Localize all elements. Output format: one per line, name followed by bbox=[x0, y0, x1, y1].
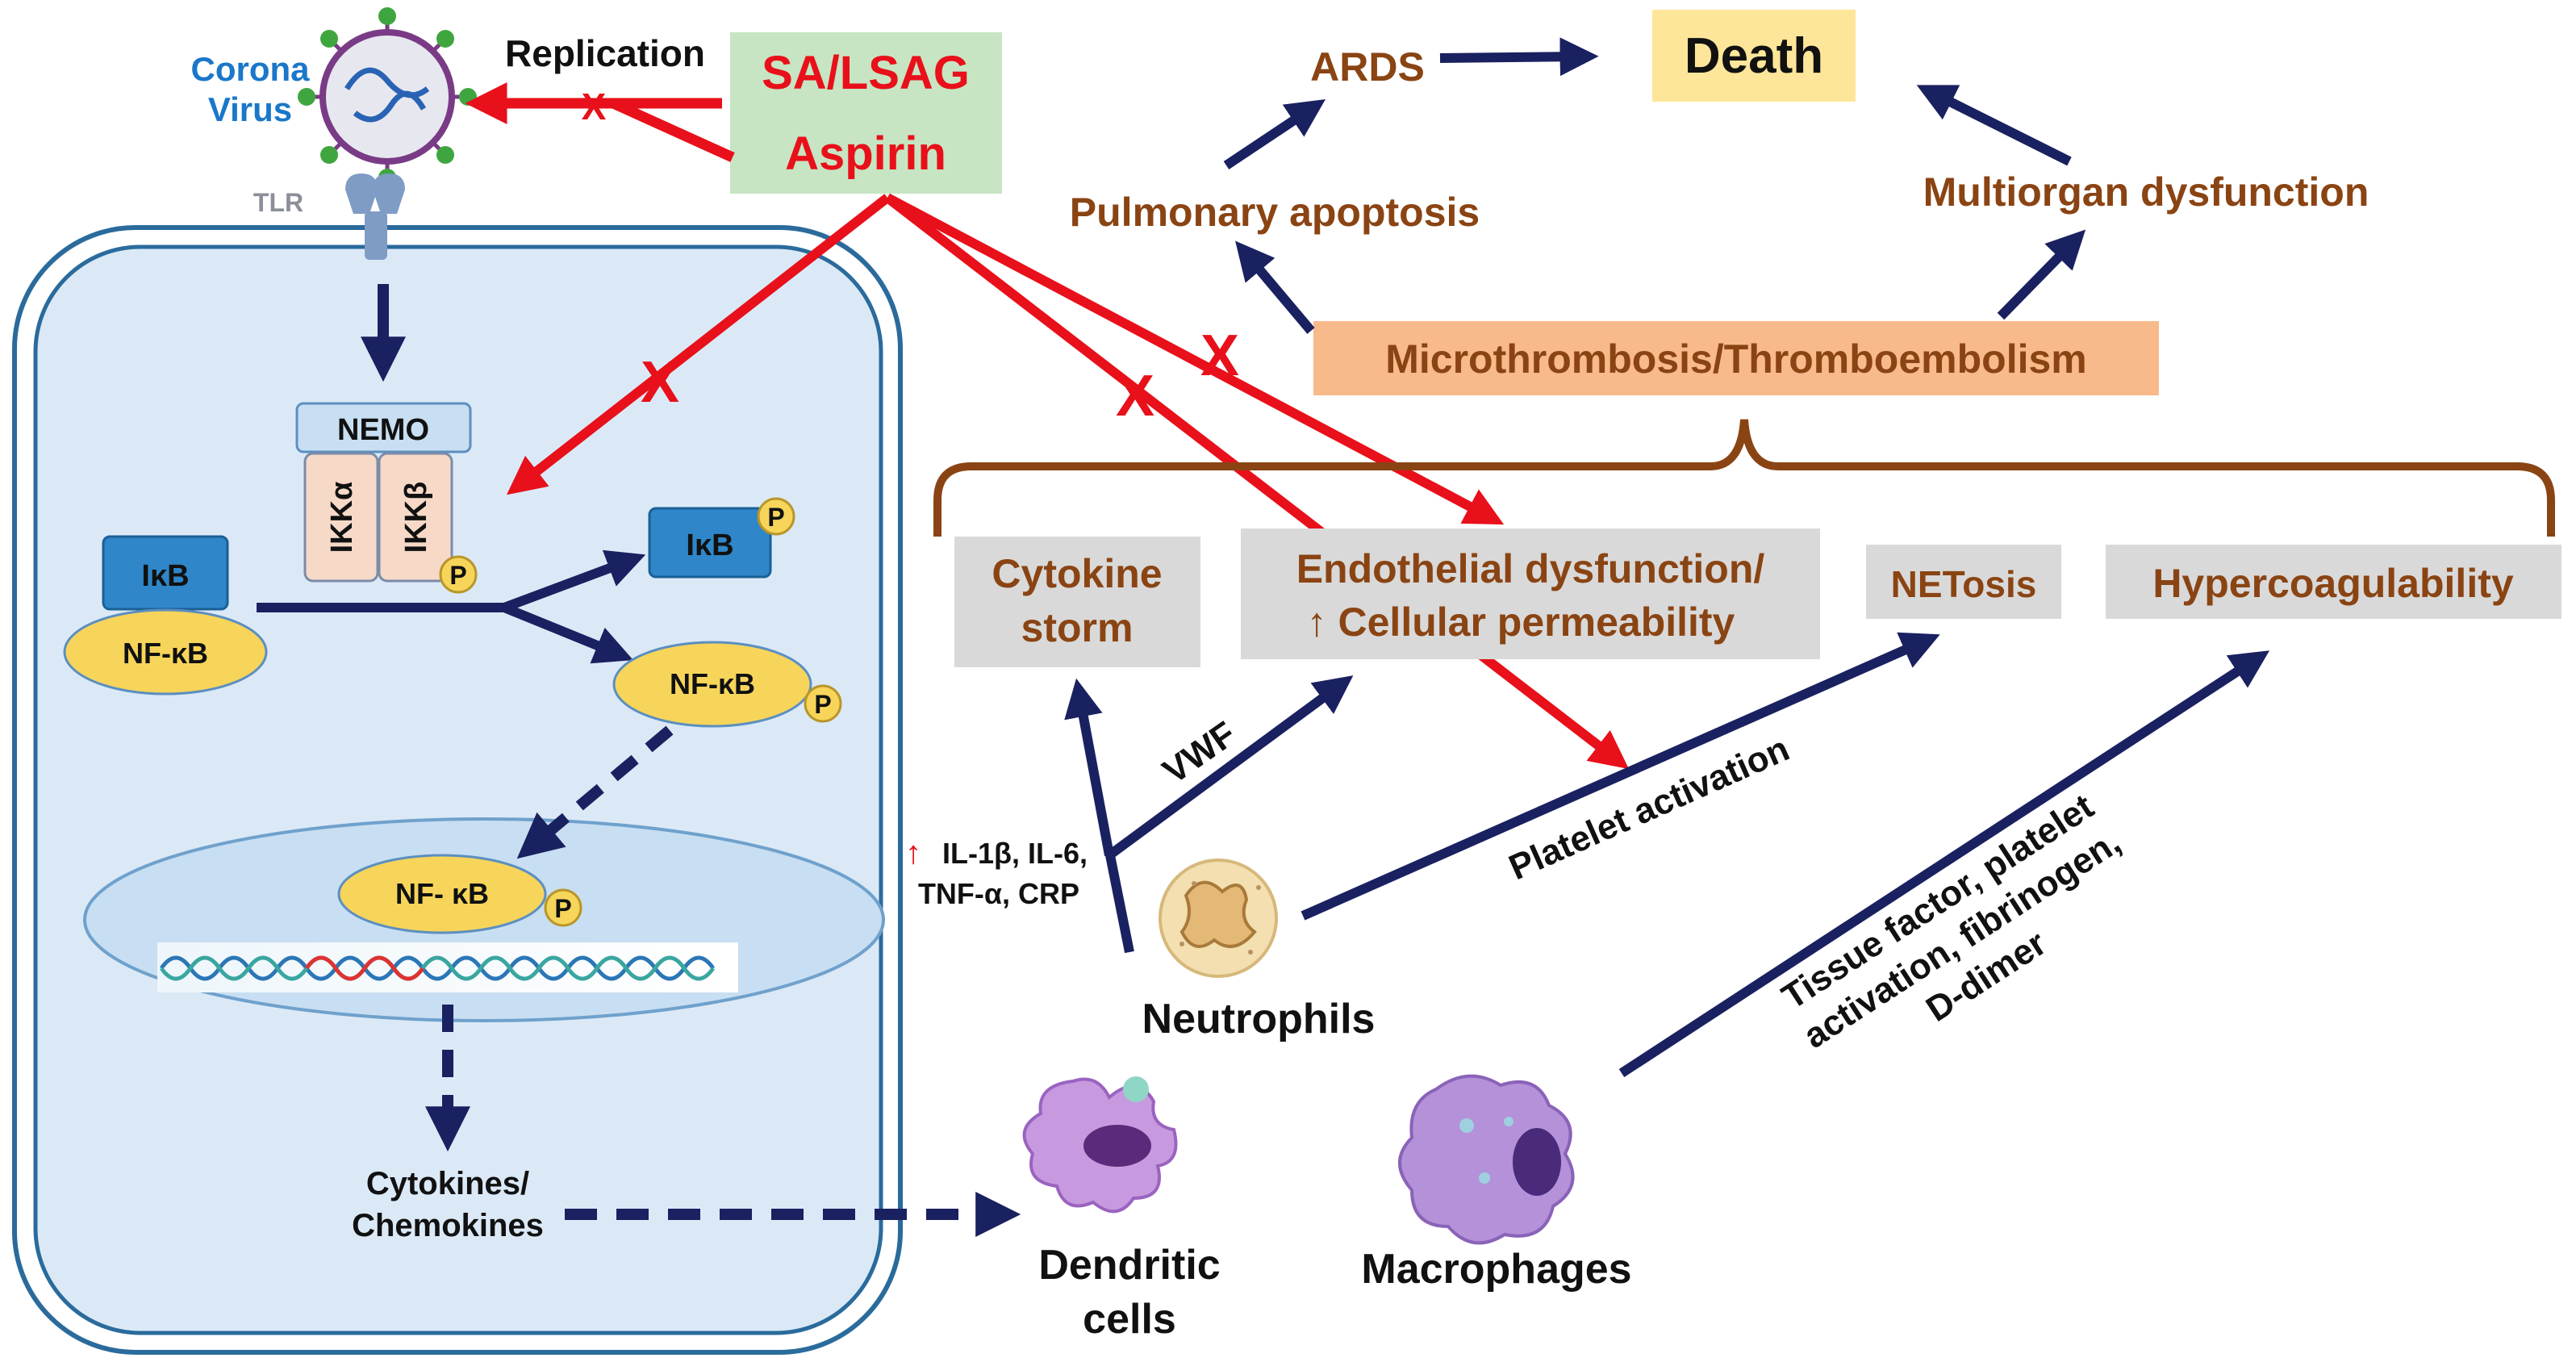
nuclear-nfkb-p-label: P bbox=[554, 894, 571, 923]
cytokines-label-line1: Cytokines/ bbox=[366, 1166, 529, 1201]
coronavirus-icon bbox=[298, 7, 477, 186]
replication-block-mark: X bbox=[582, 86, 607, 127]
thrombosis-to-multiorgan-arrow bbox=[1997, 229, 2086, 320]
ikkb-phospho-label: P bbox=[449, 561, 466, 590]
phospho-ikb-p-label: P bbox=[767, 503, 784, 532]
ikkb-box bbox=[378, 452, 453, 583]
ikkb-label: IKKβ bbox=[399, 482, 433, 554]
cytokine-storm-box bbox=[954, 537, 1200, 667]
pulmonary-apoptosis-label: Pulmonary apoptosis bbox=[1070, 190, 1480, 235]
cytokine-increase-arrow: ↑ bbox=[905, 835, 921, 871]
drug-box: SA/LSAG Aspirin bbox=[730, 32, 1002, 194]
macrophage-icon bbox=[1398, 1074, 1575, 1245]
virus-label-line2: Virus bbox=[208, 90, 292, 128]
aspirin-to-platelet-inhibition-arrow bbox=[884, 194, 1630, 770]
nemo-complex: NEMO IKKα IKKβ P bbox=[295, 402, 478, 594]
neutrophils-label: Neutrophils bbox=[1142, 996, 1376, 1042]
ikka-box bbox=[303, 452, 379, 583]
microthrombosis-box bbox=[1313, 321, 2159, 395]
neutrophil-stem-line bbox=[1104, 850, 1134, 954]
ikkb-phospho-badge bbox=[439, 555, 478, 594]
nemo-box bbox=[295, 402, 472, 453]
free-nfkb-label: NF-κB bbox=[670, 667, 755, 700]
cytokine-markers-line2: TNF-α, CRP bbox=[918, 877, 1079, 910]
multiorgan-to-death-arrow bbox=[1916, 85, 2072, 166]
phospho-ikb-box bbox=[648, 507, 772, 579]
nfkb-to-nucleus-arrow bbox=[516, 725, 674, 859]
hypercoagulability-label: Hypercoagulability bbox=[2152, 561, 2514, 606]
endothelial-block-mark: X bbox=[1200, 324, 1239, 388]
virus-label-line1: Corona bbox=[191, 50, 311, 88]
ards-label: ARDS bbox=[1310, 44, 1425, 90]
dna-icon bbox=[157, 942, 738, 992]
nfkb-label: NF-κB bbox=[123, 637, 208, 670]
drug-label-sa-lsag: SA/LSAG bbox=[762, 47, 970, 99]
phospho-ikb-label: IκB bbox=[686, 529, 733, 562]
free-nfkb-badge bbox=[804, 684, 842, 723]
ikb-nfkb-complex: IκB NF-κB bbox=[63, 535, 268, 696]
neutrophil-to-netosis-arrow bbox=[1301, 632, 1940, 921]
endothelial-box bbox=[1241, 529, 1820, 659]
cytokine-storm-label-line2: storm bbox=[1021, 605, 1134, 650]
nemo-label: NEMO bbox=[337, 413, 429, 447]
cytokine-markers-line1: IL-1β, IL-6, bbox=[942, 837, 1088, 870]
multiorgan-dysfunction-label: Multiorgan dysfunction bbox=[1923, 169, 2369, 215]
endothelial-label-line2: ↑ Cellular permeability bbox=[1307, 600, 1735, 645]
conditions-brace bbox=[933, 419, 2555, 537]
to-phospho-ikb-arrow bbox=[502, 549, 646, 612]
ikb-label: IκB bbox=[141, 559, 189, 593]
nuclear-nfkb-label: NF- κB bbox=[395, 877, 489, 910]
hypercoagulability-box bbox=[2106, 545, 2561, 619]
ikka-label: IKKα bbox=[325, 482, 359, 554]
nuclear-nfkb-ellipse bbox=[337, 854, 547, 934]
ards-to-death-arrow bbox=[1439, 37, 1599, 77]
aspirin-to-ikk-inhibition-arrow bbox=[506, 194, 891, 495]
tlr-receptor-icon bbox=[345, 173, 405, 260]
netosis-label: NETosis bbox=[1891, 563, 2037, 605]
cell-outer-membrane bbox=[12, 225, 903, 1355]
pulmonary-to-ards-arrow bbox=[1223, 99, 1326, 169]
dendritic-cell-icon bbox=[1022, 1076, 1178, 1214]
death-label: Death bbox=[1685, 28, 1823, 84]
dendritic-cells-label-line1: Dendritic bbox=[1038, 1242, 1220, 1289]
macrophage-to-hypercoagulability-arrow bbox=[1618, 650, 2270, 1078]
macrophages-label: Macrophages bbox=[1361, 1246, 1631, 1293]
dendritic-cells-label-line2: cells bbox=[1083, 1296, 1176, 1343]
drug-label-aspirin: Aspirin bbox=[785, 127, 946, 180]
to-endothelial-arrow bbox=[1106, 675, 1354, 859]
to-free-nfkb-arrow bbox=[502, 603, 634, 664]
drug-to-replication-line bbox=[611, 98, 735, 162]
replication-label: Replication bbox=[505, 32, 705, 74]
neutrophil-icon bbox=[1159, 859, 1278, 978]
platelet-block-mark: X bbox=[1116, 364, 1154, 428]
nuclear-nfkb-badge bbox=[544, 888, 582, 927]
free-nfkb-ellipse bbox=[612, 641, 812, 728]
cytokines-label-line2: Chemokines bbox=[352, 1208, 544, 1243]
microthrombosis-label: Microthrombosis/Thromboembolism bbox=[1385, 336, 2087, 382]
tlr-label: TLR bbox=[253, 188, 303, 217]
cytokine-storm-label-line1: Cytokine bbox=[992, 551, 1162, 596]
endothelial-label-line1: Endothelial dysfunction/ bbox=[1296, 546, 1765, 591]
thrombosis-to-pulmonary-arrow bbox=[1235, 240, 1315, 334]
vwf-label: VWF bbox=[1156, 714, 1243, 792]
free-nfkb-p-label: P bbox=[814, 690, 831, 719]
netosis-box bbox=[1866, 545, 2061, 619]
to-cytokine-storm-arrow bbox=[1064, 678, 1114, 857]
nfkb-ellipse bbox=[63, 608, 268, 696]
death-box bbox=[1652, 10, 1856, 102]
ikk-block-mark: X bbox=[641, 350, 679, 415]
phospho-ikb-badge bbox=[757, 497, 795, 536]
